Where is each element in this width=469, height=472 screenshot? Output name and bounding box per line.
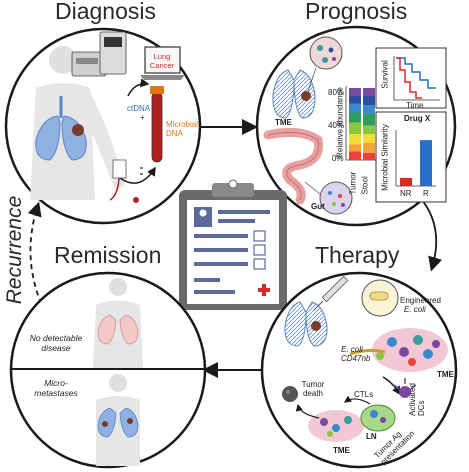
label-micrometastases: Micro-metastases — [34, 378, 78, 398]
tumor-microenvironment-icon — [349, 328, 448, 372]
label-tme-therapy-top: TME — [437, 370, 454, 379]
title-remission: Remission — [54, 242, 162, 268]
stacked-bar-tumor — [349, 88, 361, 160]
intestine-icon — [263, 127, 324, 205]
title-recurrence: Recurrence — [3, 195, 26, 305]
label-ctls: CTLs — [354, 390, 374, 399]
abundance-segment — [363, 113, 375, 126]
medical-cross-icon — [258, 284, 270, 296]
engineered-bacteria-icon — [361, 279, 399, 317]
label-stool: Stool — [360, 176, 370, 195]
dendritic-cell-icon — [393, 378, 417, 398]
km-curve-nonresponder — [396, 57, 422, 99]
prognosis-panel — [255, 25, 457, 227]
abundance-segment — [349, 144, 361, 152]
micrometastases-patient-figure — [96, 374, 140, 466]
prognosis-lungs-icon — [272, 69, 316, 119]
tick-0: 0% — [332, 154, 344, 163]
laptop-icon — [140, 46, 185, 80]
abundance-segment — [363, 152, 375, 160]
abundance-segment — [363, 95, 375, 106]
lungs-icon — [35, 96, 87, 161]
tick-40: 40% — [328, 121, 345, 130]
stacked-bar-stool — [363, 88, 375, 160]
healthy-patient-figure — [93, 278, 143, 368]
label-time: Time — [406, 101, 424, 110]
label-microbial-similarity: Microbial Similarity — [380, 124, 390, 191]
label-ecoli-cd47nb: E. coli CD47nb — [341, 345, 371, 363]
label-tme-prognosis: TME — [275, 118, 292, 127]
diagnosis-panel: Lung Cancer — [4, 27, 202, 225]
label-ctdna: ctDNA — [127, 104, 151, 113]
label-gut: Gut — [311, 202, 325, 211]
label-engineered: Engineered — [400, 296, 441, 305]
title-diagnosis: Diagnosis — [55, 0, 156, 24]
therapy-panel — [260, 271, 458, 469]
blood-tube-icon — [150, 86, 164, 163]
sequencer-tower-icon — [99, 31, 127, 75]
label-drug-x: Drug X — [404, 114, 431, 123]
tumor-micrograph-icon — [309, 36, 343, 70]
remission-panel — [9, 271, 207, 469]
drug-bar-r — [420, 140, 432, 186]
label-nr: NR — [400, 189, 412, 198]
arrow-prognosis-to-therapy — [417, 194, 443, 272]
abundance-chart — [345, 86, 378, 161]
title-prognosis: Prognosis — [305, 0, 408, 24]
drug-chart — [375, 111, 447, 203]
abundance-segment — [363, 125, 375, 135]
gut-micrograph-icon — [319, 181, 353, 215]
abundance-segment — [363, 142, 375, 153]
blood-bag-icon — [112, 159, 127, 179]
km-curve-responder — [396, 57, 436, 89]
label-survival: Survival — [380, 60, 390, 89]
abundance-segment — [349, 134, 361, 145]
bottom-tme-icon — [308, 410, 364, 442]
survival-plot — [375, 47, 447, 109]
therapy-lungs-icon — [284, 301, 328, 347]
label-r: R — [423, 189, 429, 198]
syringe-icon — [313, 275, 349, 311]
abundance-segment — [363, 105, 375, 114]
tumor-icon — [72, 124, 84, 136]
screen-line-1: Lung — [154, 52, 171, 61]
tick-80: 80% — [328, 88, 345, 97]
patient-body — [30, 83, 95, 200]
label-ecoli: E. coli — [404, 305, 426, 314]
abundance-segment — [349, 88, 361, 96]
abundance-segment — [349, 151, 361, 160]
abundance-segment — [349, 95, 361, 104]
label-ln: LN — [366, 432, 377, 441]
clipboard-icon — [179, 179, 287, 310]
abundance-segment — [349, 112, 361, 123]
label-no-detectable-disease: No detectable disease — [29, 333, 83, 353]
label-tme-therapy-bottom: TME — [333, 446, 350, 455]
drug-bar-nr — [400, 177, 412, 186]
title-therapy: Therapy — [315, 242, 400, 268]
abundance-segment — [349, 122, 361, 135]
abundance-segment — [363, 88, 375, 96]
arrow-recurrence — [27, 201, 46, 313]
abundance-segment — [363, 134, 375, 143]
abundance-segment — [349, 103, 361, 113]
label-microbial-dna: Microbial DNA — [166, 120, 199, 138]
label-activated-dcs: Activated DCs — [408, 383, 426, 416]
label-plus: + — [140, 113, 145, 122]
lymph-node-icon — [360, 404, 396, 432]
screen-line-2: Cancer — [150, 61, 175, 70]
dead-tumor-icon — [282, 386, 298, 402]
label-tumor-death: Tumor death — [301, 380, 325, 398]
patient-head — [49, 46, 77, 74]
label-tumor: Tumor — [348, 171, 358, 195]
